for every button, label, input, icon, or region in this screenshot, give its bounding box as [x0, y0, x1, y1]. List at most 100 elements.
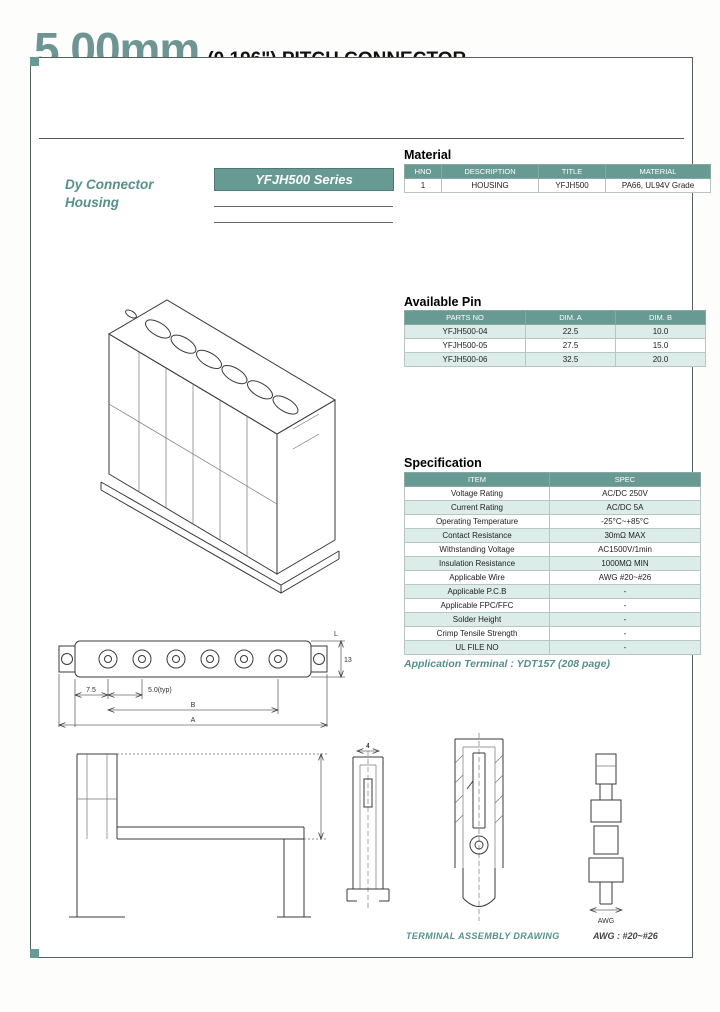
corner-mark — [30, 57, 39, 66]
table-row: Solder Height- — [404, 612, 701, 627]
table-cell: - — [549, 640, 701, 655]
series-underline — [214, 222, 393, 223]
housing-cavity-holes — [124, 308, 301, 417]
isometric-housing-drawing — [71, 239, 391, 599]
housing-body — [101, 300, 339, 593]
table-cell: Applicable Wire — [404, 570, 550, 585]
series-title-bar: YFJH500 Series — [214, 168, 394, 191]
table-cell: 30mΩ MAX — [549, 528, 701, 543]
section-title-material: Material — [404, 148, 452, 162]
table-cell: Applicable P.C.B — [404, 584, 550, 599]
terminal-section — [467, 753, 488, 854]
footer-awg-range: AWG : #20~#26 — [593, 931, 658, 941]
dim-label-l: L — [334, 631, 338, 638]
product-label-line1: Dy Connector — [65, 177, 154, 192]
table-cell: 15.0 — [615, 338, 706, 353]
title-divider — [39, 138, 684, 139]
awg-label: AWG — [598, 918, 614, 925]
application-terminal-note: Application Terminal : YDT157 (208 page) — [404, 658, 610, 670]
table-cell: AC1500V/1min — [549, 542, 701, 557]
table-cell: AC/DC 250V — [549, 486, 701, 501]
contact-holes — [99, 650, 287, 668]
table-cell: UL FILE NO — [404, 640, 550, 655]
front-view-drawing: 7.5 5.0(typ) B A L 13 — [53, 631, 352, 738]
column-header: TITLE — [538, 164, 606, 179]
column-header: DIM. B — [615, 310, 706, 325]
table-row: UL FILE NO- — [404, 640, 701, 655]
dim-label-height: 13 — [344, 657, 352, 664]
table-cell: PA66, UL94V Grade — [605, 178, 711, 193]
section-outline — [347, 743, 389, 909]
table-cell: -25°C~+85°C — [549, 514, 701, 529]
dim-label-a: A — [191, 717, 196, 724]
table-cell: - — [549, 584, 701, 599]
crimp-terminal-drawing: AWG — [576, 746, 636, 925]
column-header: SPEC — [549, 472, 701, 487]
terminal-in-housing-drawing — [439, 733, 519, 923]
section-view-drawing: 4 — [333, 743, 403, 914]
dimension-lines: 7.5 5.0(typ) B A L 13 — [59, 631, 352, 727]
column-header: DESCRIPTION — [441, 164, 539, 179]
table-cell: Current Rating — [404, 500, 550, 515]
table-cell: - — [549, 598, 701, 613]
product-label: Dy Connector Housing — [65, 176, 154, 212]
column-header: MATERIAL — [605, 164, 711, 179]
terminal-outline — [589, 754, 623, 904]
corner-mark — [30, 949, 39, 958]
table-cell: - — [549, 612, 701, 627]
table-cell: 27.5 — [525, 338, 616, 353]
table-cell: 32.5 — [525, 352, 616, 367]
table-cell: Applicable FPC/FFC — [404, 598, 550, 613]
table-cell: YFJH500-06 — [404, 352, 526, 367]
table-cell: YFJH500 — [538, 178, 606, 193]
column-header: ITEM — [404, 472, 550, 487]
page-frame: Dy Connector Housing YFJH500 Series — [30, 57, 711, 958]
table-cell: Contact Resistance — [404, 528, 550, 543]
section-title-specification: Specification — [404, 456, 482, 470]
table-row: Operating Temperature-25°C~+85°C — [404, 514, 701, 529]
dim-label-offset: 7.5 — [86, 687, 96, 694]
table-cell: AWG #20~#26 — [549, 570, 701, 585]
table-cell: 1000MΩ MIN — [549, 556, 701, 571]
table-cell: - — [549, 626, 701, 641]
section-title-available-pin: Available Pin — [404, 295, 482, 309]
footer-drawing-title: TERMINAL ASSEMBLY DRAWING — [406, 931, 560, 941]
section-dimension: 4 — [357, 743, 379, 751]
column-header: HNO — [404, 164, 442, 179]
elevation-dimension — [117, 754, 327, 839]
dim-label-b: B — [191, 702, 196, 709]
table-cell: Insulation Resistance — [404, 556, 550, 571]
series-underline — [214, 206, 393, 207]
table-row: Applicable P.C.B- — [404, 584, 701, 599]
table-cell: YFJH500-04 — [404, 324, 526, 339]
table-cell: 22.5 — [525, 324, 616, 339]
table-cell: Withstanding Voltage — [404, 542, 550, 557]
elevation-outline — [69, 754, 311, 917]
dim-label-pitch: 5.0(typ) — [148, 687, 172, 694]
table-cell: AC/DC 5A — [549, 500, 701, 515]
side-elevation-drawing — [59, 739, 339, 934]
column-header: PARTS NO — [404, 310, 526, 325]
table-cell: Solder Height — [404, 612, 550, 627]
terminal-dimension: AWG — [590, 910, 622, 925]
table-cell: YFJH500-05 — [404, 338, 526, 353]
table-cell: 20.0 — [615, 352, 706, 367]
connector-front-outline — [59, 641, 327, 677]
housing-section-outline — [455, 733, 503, 921]
